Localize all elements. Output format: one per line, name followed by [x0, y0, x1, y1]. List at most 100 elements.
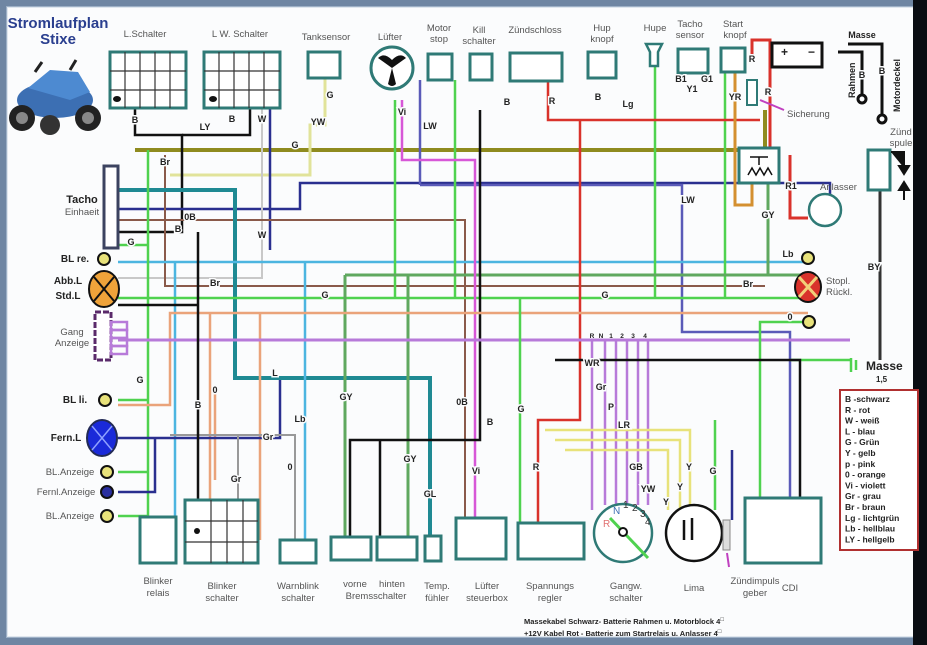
- bottom-component-label: fühler: [425, 593, 449, 604]
- bottom-component-label: steuerbox: [466, 593, 508, 604]
- gear-pos-4: 4: [645, 517, 651, 528]
- bottom-component-label: Lima: [684, 583, 705, 594]
- wire-label-Gr-40: Gr: [231, 474, 242, 484]
- wire-Br-9: [164, 155, 765, 287]
- wire-label-R1-19: R1: [785, 181, 797, 191]
- blinker-relais-box: [138, 515, 178, 565]
- label-abb-l: Abb.L: [54, 276, 82, 287]
- bottom-component-label: Warnblink: [277, 581, 319, 592]
- label-zuendspule-2: spule: [890, 138, 913, 149]
- bottom-component-label: relais: [147, 588, 170, 599]
- gear-wire-label: R: [590, 333, 595, 340]
- gear-wire-label: 2: [620, 333, 624, 340]
- bottom-component-label: Temp.: [424, 581, 450, 592]
- spannungsregler-box: [516, 521, 586, 561]
- wire-label-R-16: R: [749, 54, 756, 64]
- wire-G-62: [758, 320, 808, 498]
- gear-pos-1: 1: [623, 500, 629, 511]
- wire-label-Gr-51: Gr: [596, 382, 607, 392]
- legend-item: Lb - hellblau: [845, 524, 895, 534]
- label-masse-top: Masse: [848, 30, 876, 40]
- masse-ground-symbols: [838, 42, 888, 125]
- wire-B-63: [555, 358, 802, 498]
- label-hupe: Hupe: [644, 23, 667, 34]
- lw-schalter-switch[interactable]: [202, 50, 282, 110]
- label-anlasser: Anlasser: [820, 182, 857, 193]
- wire-label-Br-28: Br: [743, 279, 753, 289]
- wire-label-Y-57: Y: [677, 482, 683, 492]
- label-fern-l: Fern.L: [51, 433, 82, 444]
- label-kill-1: Kill: [473, 25, 486, 36]
- wire-label-G1-15: G1: [701, 74, 713, 84]
- label-motor-stop-1: Motor: [427, 23, 451, 34]
- cdi-box: [743, 496, 823, 565]
- wire-R-33: [536, 120, 582, 523]
- gear-pos-R: R: [603, 519, 610, 530]
- wire-label-G-59: G: [709, 466, 716, 476]
- wire-label-B-36: B: [195, 400, 202, 410]
- label-kill-2: schalter: [462, 36, 495, 47]
- wire-label-Lb-38: Lb: [295, 414, 306, 424]
- wire-label-B-11: B: [595, 92, 602, 102]
- wire-B-3: [182, 108, 252, 137]
- indicator-right-rear: [801, 251, 815, 265]
- zuendschloss-box: [508, 51, 564, 83]
- wire-label-GB-54: GB: [629, 462, 643, 472]
- bottom-component-label: schalter: [281, 593, 314, 604]
- bottom-component-label: Zündimpuls: [730, 576, 779, 587]
- tanksensor-box: [306, 50, 342, 80]
- legend-item: 0 - orange: [845, 470, 886, 480]
- wire-label-G-24: G: [127, 237, 134, 247]
- wire-label-Br-20: Br: [160, 157, 170, 167]
- fuse-arrow: [759, 99, 785, 111]
- wire-label-B-44: B: [487, 417, 494, 427]
- bottom-component-label: regler: [538, 593, 562, 604]
- wire-label-Vi-7: Vi: [398, 107, 406, 117]
- label-masse-right: Masse: [866, 359, 903, 373]
- temp-sensor-box: [423, 534, 443, 563]
- wire-label-GY-30: GY: [761, 210, 774, 220]
- wire-Y-53: [555, 438, 682, 510]
- pickup-coil: [722, 519, 731, 551]
- l-schalter-switch[interactable]: [108, 50, 188, 110]
- label-rahmen: Rahmen: [847, 62, 857, 98]
- gear-pos-3: 3: [640, 509, 646, 520]
- bottom-component-label: Blinker: [207, 581, 236, 592]
- label-bl-li: BL li.: [63, 395, 87, 406]
- wire-label-B-9: B: [504, 97, 511, 107]
- blinker-schalter-switch[interactable]: [183, 498, 260, 565]
- wire-label-B-0: B: [132, 115, 139, 125]
- tacho-unit-box: [102, 164, 120, 250]
- wire-label-LR-53: LR: [618, 420, 630, 430]
- wire-label-LW-31: LW: [681, 195, 695, 205]
- wire-label-Y-58: Y: [663, 497, 669, 507]
- legend-item: B -schwarz: [845, 394, 890, 404]
- horn-icon: [643, 42, 665, 68]
- gear-pos-2: 2: [632, 503, 638, 514]
- wire-R-32: [546, 82, 760, 122]
- bottom-component-label: CDI: [782, 583, 798, 594]
- wire-label-G-45: G: [517, 404, 524, 414]
- wires-layer: [118, 38, 882, 540]
- legend-item: G - Grün: [845, 437, 879, 447]
- label-motordeckel: Motordeckel: [892, 59, 902, 112]
- brake-switch-front: [329, 535, 373, 562]
- wire-label-0B-43: 0B: [456, 397, 468, 407]
- bottom-component-label: Bremsschalter: [346, 591, 407, 602]
- tail-light-icon: [794, 271, 822, 303]
- wire-L-48: [118, 380, 282, 440]
- label-start-knopf-2: knopf: [723, 30, 747, 41]
- bottom-component-label: schalter: [609, 593, 642, 604]
- kill-schalter-box: [468, 52, 494, 82]
- wire-label-W-23: W: [258, 230, 267, 240]
- label-tacho-sensor-2: sensor: [676, 30, 705, 41]
- label-tacho: Tacho: [66, 194, 98, 206]
- wire-label-L-37: L: [272, 368, 278, 378]
- label-hup-1: Hup: [593, 23, 610, 34]
- label-masse-size: 1,5: [876, 375, 888, 384]
- wire-label-GY-46: GY: [403, 454, 416, 464]
- tacho-sensor-box: [676, 47, 710, 75]
- label-lw-schalter: L W. Schalter: [212, 29, 268, 40]
- label-bl-anzeige-2: BL.Anzeige: [46, 511, 95, 522]
